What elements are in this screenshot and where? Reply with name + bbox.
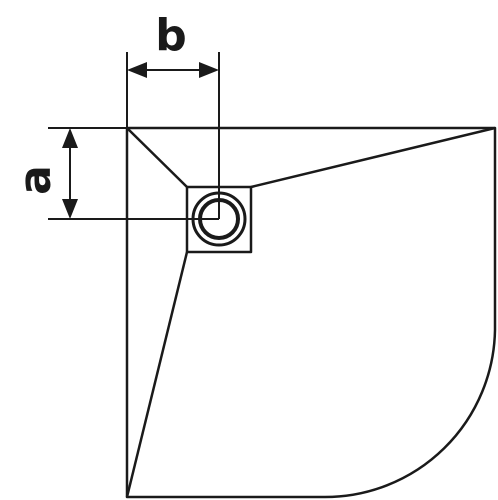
dimension-b-arrow-right (199, 62, 219, 78)
tray-outline (125, 126, 497, 499)
dimension-b-label: b (155, 10, 187, 61)
dimension-b-arrow-left (127, 62, 147, 78)
slope-line-top-right (250, 126, 496, 189)
dimension-a-arrow-bottom (62, 199, 78, 219)
slope-line-top-left (126, 127, 188, 188)
slope-line-bottom-left (125, 251, 189, 498)
dimension-a-label: a (10, 165, 61, 195)
dimension-a-arrow-top (62, 128, 78, 148)
